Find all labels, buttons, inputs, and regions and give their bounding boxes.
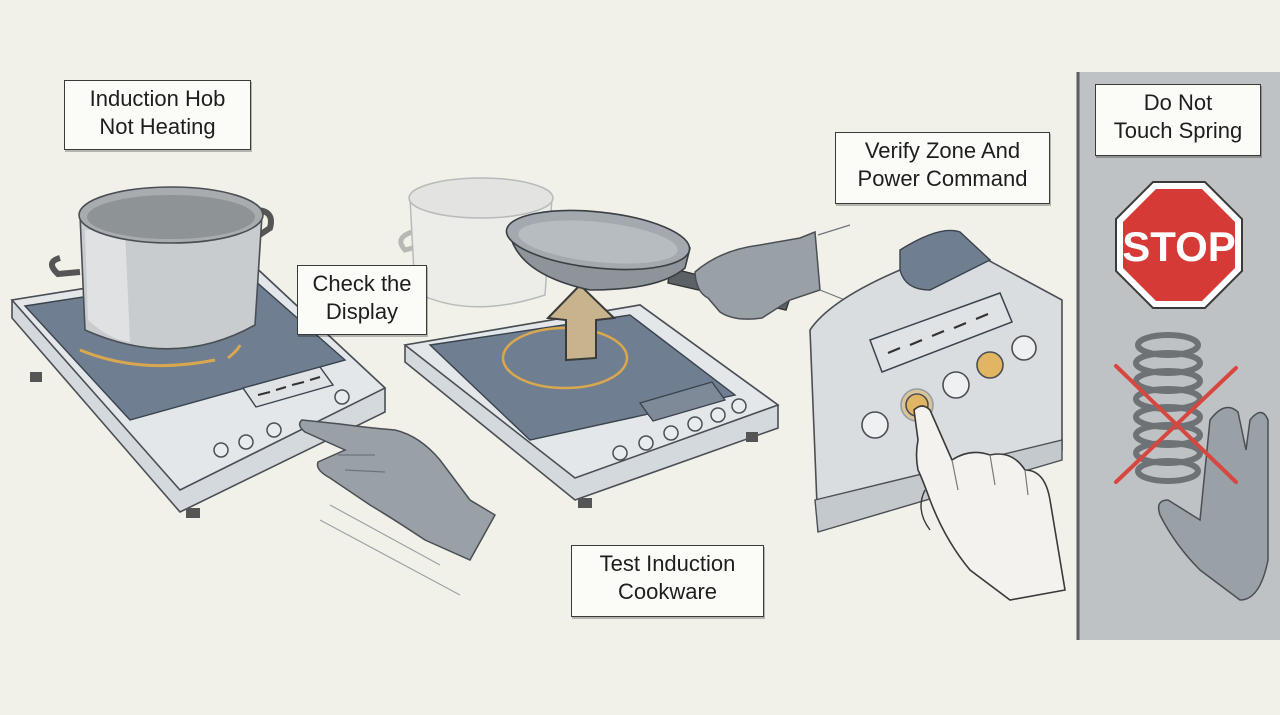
induction-hob-label: Induction Hob Not Heating [64,80,251,150]
gloved-hand-icon [298,419,497,596]
hob-middle [403,304,780,508]
verify-zone-label: Verify Zone And Power Command [835,132,1050,204]
holding-glove-icon [694,224,851,320]
up-arrow-icon [545,283,617,362]
pointing-hand-icon [913,405,1066,601]
hob-left-buttons [213,389,350,458]
closeup-display [869,292,1013,373]
hob-left-display [241,366,335,408]
pot-icon [49,186,274,350]
stop-sign-icon: STOP [1115,181,1243,309]
cross-icon [1114,364,1238,484]
pan-icon [505,209,791,311]
check-display-label: Check the Display [297,265,427,335]
do-not-touch-label: Do Not Touch Spring [1095,84,1261,156]
test-cookware-label: Test Induction Cookware [571,545,764,617]
spring-icon [1133,332,1203,484]
side-glove-icon [1157,406,1269,601]
stop-sign-text: STOP [1122,223,1236,270]
